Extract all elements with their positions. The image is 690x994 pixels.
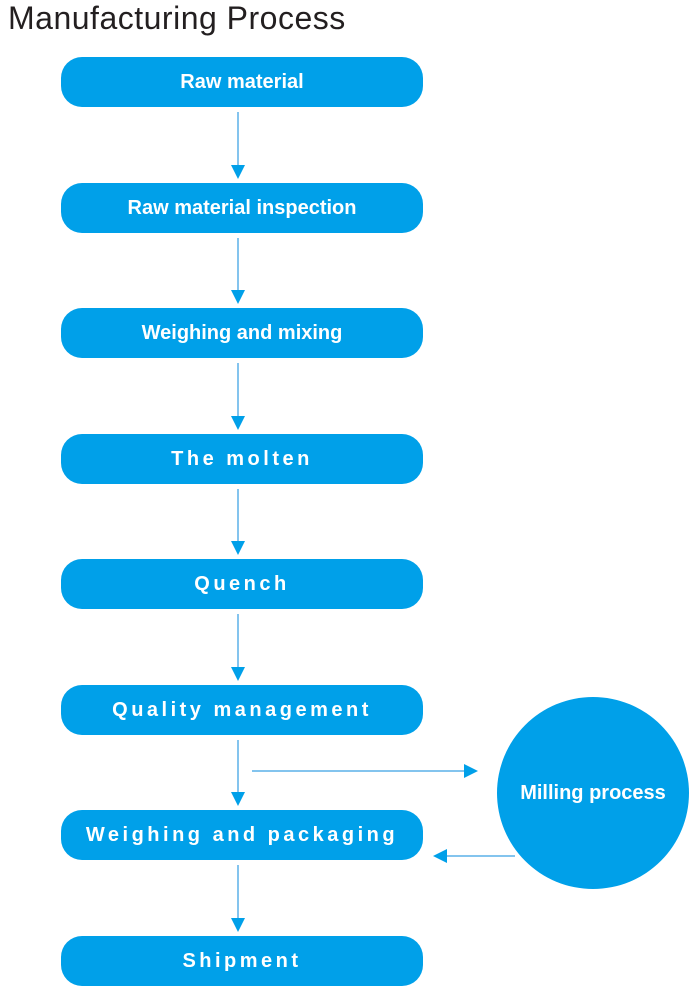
flow-node-label: Weighing and packaging bbox=[85, 823, 399, 846]
flow-node-weighing-and-packaging: Weighing and packaging bbox=[61, 810, 423, 860]
flow-node-quality-management: Quality management bbox=[61, 685, 423, 735]
flow-node-the-molten: The molten bbox=[61, 434, 423, 484]
arrow-quality-to-milling bbox=[252, 764, 478, 778]
flow-node-weighing-and-mixing: Weighing and mixing bbox=[61, 308, 423, 358]
flow-node-label: Raw material inspection bbox=[127, 196, 357, 219]
flow-node-quench: Quench bbox=[61, 559, 423, 609]
flow-node-label: Quality management bbox=[112, 698, 372, 721]
arrow-molten-to-quench bbox=[231, 489, 245, 555]
flow-node-shipment: Shipment bbox=[61, 936, 423, 986]
flow-node-label: Milling process bbox=[520, 781, 666, 804]
arrow-raw-material-to-inspection bbox=[231, 112, 245, 179]
flow-node-label: Shipment bbox=[182, 949, 302, 972]
arrow-quality-to-weighing-packaging bbox=[231, 740, 245, 806]
flow-node-raw-material: Raw material bbox=[61, 57, 423, 107]
arrow-weighing-mixing-to-molten bbox=[231, 363, 245, 430]
flow-node-milling-process: Milling process bbox=[497, 697, 689, 889]
arrow-inspection-to-weighing-mixing bbox=[231, 238, 245, 304]
flow-node-label: Quench bbox=[194, 572, 290, 595]
flow-node-label: The molten bbox=[171, 447, 313, 470]
arrow-milling-to-weighing-packaging bbox=[433, 849, 515, 863]
page-title: Manufacturing Process bbox=[8, 0, 346, 36]
arrow-quench-to-quality bbox=[231, 614, 245, 681]
flow-node-raw-material-inspection: Raw material inspection bbox=[61, 183, 423, 233]
flow-node-label: Weighing and mixing bbox=[141, 321, 343, 344]
flow-node-label: Raw material bbox=[180, 70, 304, 93]
arrow-weighing-packaging-to-shipment bbox=[231, 865, 245, 932]
